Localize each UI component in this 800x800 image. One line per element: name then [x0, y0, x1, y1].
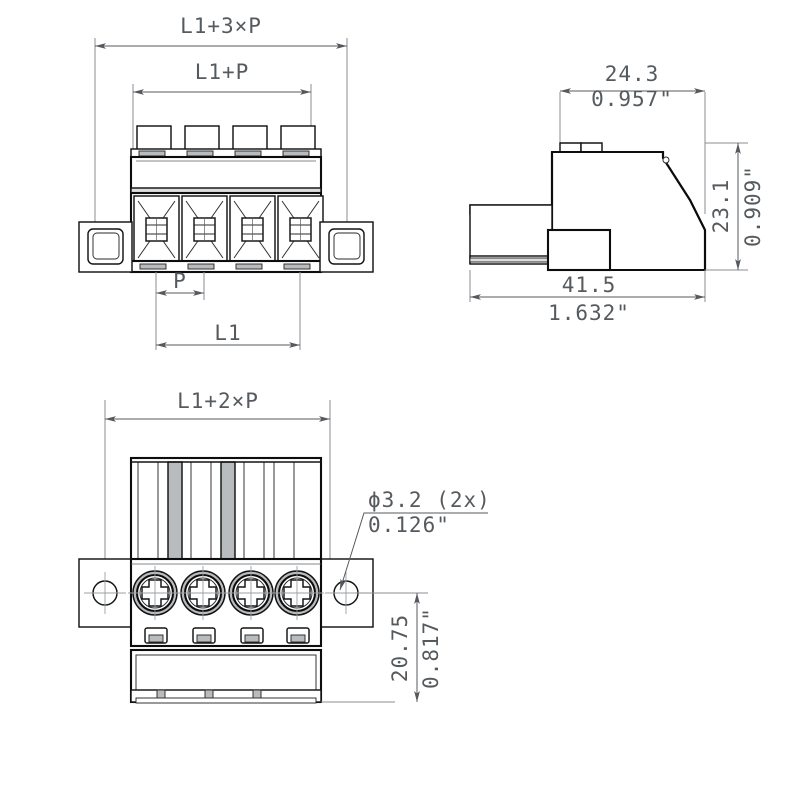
cage-clamp-4: [277, 195, 324, 263]
dim-side-depth: 24.3 0.957": [559, 62, 706, 214]
dim-front-overall-label: L1+3×P: [180, 14, 262, 38]
screw-4: [270, 566, 324, 620]
bottom-shroud: [129, 456, 323, 565]
dim-bottom-width-in: 0.817": [419, 607, 443, 689]
dim-front-l1-label: L1: [214, 321, 241, 345]
screw-1: [128, 566, 182, 620]
dim-front-pitch: P: [155, 269, 205, 300]
side-plug-tail: [469, 204, 612, 272]
dim-front-pitch-label: P: [173, 269, 187, 293]
hole-callout: ϕ3.2 (2x) 0.126": [339, 488, 491, 591]
hole-callout-in: 0.126": [368, 513, 450, 537]
cage-clamp-3: [229, 195, 276, 263]
screw-2: [176, 566, 230, 620]
dim-side-length-in: 1.632": [548, 301, 630, 325]
bottom-flange-left: [78, 558, 133, 628]
front-housing: [129, 148, 323, 195]
dim-side-depth-in: 0.957": [591, 87, 673, 111]
bottom-screw-band: [128, 557, 324, 648]
bottom-base-block: [129, 648, 395, 704]
front-top-tabs: [136, 125, 316, 152]
dim-side-height-mm: 23.1: [709, 179, 733, 234]
dim-side-length: 41.5 1.632": [469, 270, 706, 325]
dim-side-length-mm: 41.5: [562, 273, 617, 297]
dim-bottom-width-mm: 20.75: [388, 614, 412, 682]
bottom-view: L1+2×P: [78, 389, 491, 704]
screw-3: [224, 566, 278, 620]
bottom-contact-windows: [144, 627, 310, 644]
side-view: 24.3 0.957" 23.1 0.909": [469, 62, 765, 325]
dim-side-height: 23.1 0.909": [705, 142, 765, 271]
hole-callout-dia: ϕ3.2 (2x): [368, 488, 491, 512]
dim-bottom-overall-label: L1+2×P: [177, 389, 259, 413]
dim-front-inner: L1+P: [132, 60, 312, 150]
front-view: L1+3×P L1+P: [78, 14, 374, 350]
dim-side-depth-mm: 24.3: [605, 62, 660, 86]
front-flange-left: [78, 221, 133, 273]
dim-front-overall: L1+3×P: [94, 14, 348, 232]
front-flange-right: [319, 221, 374, 273]
dim-side-height-in: 0.909": [741, 165, 765, 247]
cage-clamp-1: [133, 195, 180, 263]
dim-front-inner-label: L1+P: [195, 60, 250, 84]
front-cage-clamps: [129, 191, 324, 274]
dim-front-l1: L1: [155, 272, 301, 350]
dim-bottom-width: 20.75 0.817": [355, 592, 443, 702]
cage-clamp-2: [181, 195, 228, 263]
